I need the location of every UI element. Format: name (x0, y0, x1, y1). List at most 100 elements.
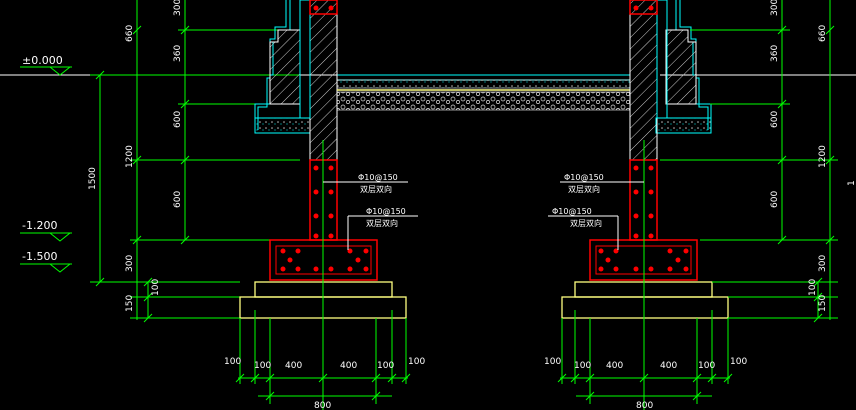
floor-topping-layer (336, 79, 631, 89)
rebar-dot (328, 5, 334, 11)
rebar-dot (667, 266, 673, 272)
rebar-dot (355, 257, 361, 263)
rebar-dot (313, 5, 319, 11)
rebar-dot (633, 165, 639, 171)
dim-left-660: 660 (125, 25, 135, 42)
rebar-dot (328, 266, 334, 272)
dim-bottom-left-100c: 100 (377, 361, 394, 371)
rebar-dot (280, 248, 286, 254)
rebar-dot (683, 266, 689, 272)
dim-right-150: 150 (818, 295, 828, 312)
dim-bottom-right-100a: 100 (544, 357, 561, 367)
dim-right-1200: 1200 (818, 145, 828, 168)
rebar-dot (648, 189, 654, 195)
rebar-dot (613, 266, 619, 272)
left-rebar-annotation-2: Φ10@150 双层双向 (347, 207, 418, 250)
right-foundation: Φ10@150 双层双向 Φ10@150 双层双向 (544, 0, 856, 410)
dim-right-660: 660 (818, 25, 828, 42)
dim-left-300-top: 300 (173, 0, 183, 16)
rebar-dot (667, 248, 673, 254)
dim-right-360: 360 (770, 45, 780, 62)
rebar-dot (328, 233, 334, 239)
dim-bottom-left-100a: 100 (224, 357, 241, 367)
left-vertical-dim-labels: 300 660 360 600 1200 600 1500 300 100 15… (88, 0, 183, 312)
right-column-top (629, 0, 658, 15)
rebar-dot (287, 257, 293, 263)
left-bottom-dim-labels: 100 100 400 400 100 100 800 (224, 357, 425, 410)
rebar-dot (295, 248, 301, 254)
dim-left-360: 360 (173, 45, 183, 62)
dim-bottom-left-400a: 400 (285, 361, 302, 371)
dim-bottom-right-400b: 400 (660, 361, 677, 371)
rebar-dot (633, 233, 639, 239)
right-cushion-lower (561, 296, 729, 319)
left-outer-protection-strip (254, 117, 311, 134)
rebar-dot (648, 213, 654, 219)
left-foundation: ±0.000 -1.200 -1.500 (0, 0, 630, 410)
elevation-label-1500: -1.500 (22, 250, 57, 263)
rebar-dot (633, 266, 639, 272)
dim-left-600-lower: 600 (173, 191, 183, 208)
dim-bottom-right-800: 800 (636, 401, 653, 410)
rebar-dot (313, 233, 319, 239)
rebar-dot (633, 213, 639, 219)
rebar-label-layer: 双层双向 (570, 218, 602, 228)
dim-bottom-right-100d: 100 (730, 357, 747, 367)
left-vertical-dims (90, 0, 300, 323)
left-column-top (309, 0, 338, 15)
rebar-dot (648, 5, 654, 11)
rebar-dot (613, 248, 619, 254)
dim-left-1500: 1500 (88, 167, 98, 190)
rebar-dot (683, 248, 689, 254)
elevation-label-1200: -1.200 (22, 219, 57, 232)
rebar-dot (328, 165, 334, 171)
right-rebar-dots (598, 165, 689, 272)
rebar-dot (328, 189, 334, 195)
right-wall-waterproof-band (656, 0, 668, 119)
dim-bottom-left-400b: 400 (340, 361, 357, 371)
rebar-dot (633, 189, 639, 195)
dim-left-150: 150 (125, 295, 135, 312)
dim-bottom-right-100b: 100 (574, 361, 591, 371)
rebar-dot (347, 266, 353, 272)
elevation-marker-1500: -1.500 (20, 250, 72, 273)
right-vertical-dim-labels: 300 660 360 600 1200 600 300 100 150 1 (770, 0, 856, 312)
rebar-dot (363, 248, 369, 254)
right-vertical-dims (660, 0, 838, 323)
rebar-dot (313, 165, 319, 171)
rebar-dot (280, 266, 286, 272)
rebar-dot (313, 189, 319, 195)
left-bottom-dims (235, 310, 411, 404)
dim-right-edge-partial: 1 (847, 180, 856, 186)
right-main-wall (629, 0, 658, 161)
rebar-label-layer: 双层双向 (360, 184, 392, 194)
rebar-dot (313, 266, 319, 272)
rebar-label-layer: 双层双向 (568, 184, 600, 194)
rebar-dot (648, 266, 654, 272)
left-rebar-annotation-1: Φ10@150 双层双向 (323, 173, 408, 194)
right-bottom-dim-labels: 100 100 400 400 100 100 800 (544, 357, 747, 410)
rebar-dot (313, 213, 319, 219)
floor-slab (336, 79, 631, 111)
rebar-dot (363, 266, 369, 272)
dim-bottom-left-100d: 100 (408, 357, 425, 367)
rebar-dot (648, 165, 654, 171)
right-protective-wall (665, 29, 697, 105)
rebar-dot (295, 266, 301, 272)
elevation-marker-1200: -1.200 (20, 219, 72, 242)
right-bottom-dims (557, 310, 733, 404)
rebar-dot (605, 257, 611, 263)
dim-right-600-upper: 600 (770, 111, 780, 128)
floor-gravel-layer (336, 91, 631, 111)
rebar-label-spec: Φ10@150 (358, 173, 398, 182)
left-wall-waterproof-band (299, 0, 311, 119)
rebar-dot (598, 248, 604, 254)
dim-bottom-right-400a: 400 (606, 361, 623, 371)
rebar-dot (328, 213, 334, 219)
rebar-dot (633, 5, 639, 11)
rebar-dot (347, 248, 353, 254)
left-rebar-dots (280, 165, 369, 272)
dim-bottom-left-800: 800 (314, 401, 331, 410)
right-rebar-annotation-2: Φ10@150 双层双向 (548, 207, 619, 250)
